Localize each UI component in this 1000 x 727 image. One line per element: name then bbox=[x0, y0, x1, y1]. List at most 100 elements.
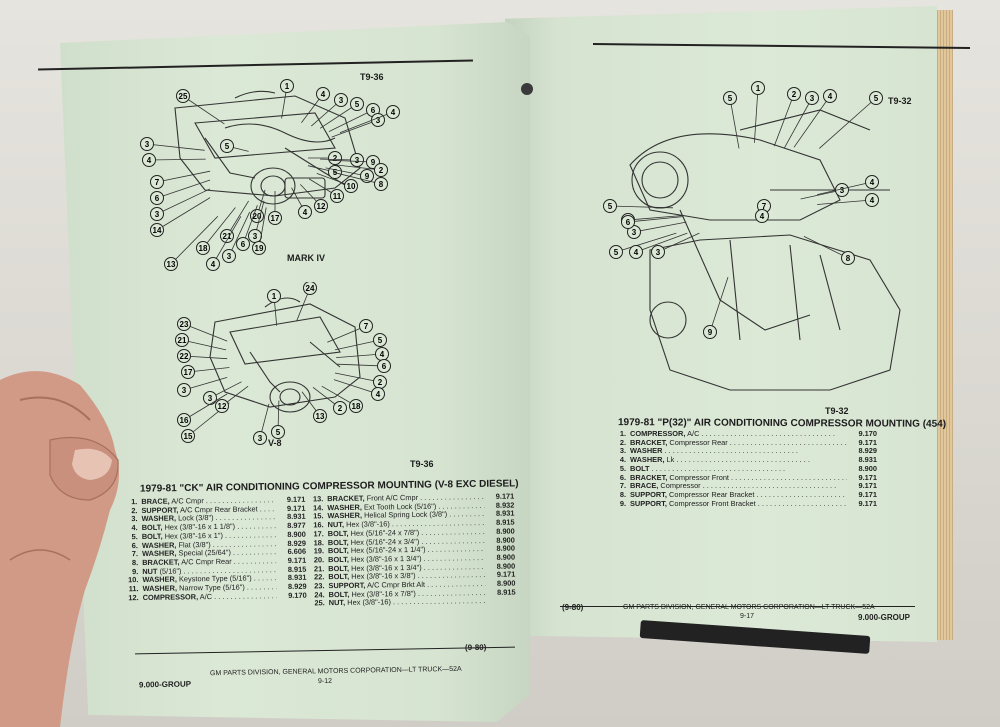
item-name: NUT bbox=[142, 566, 158, 576]
callout-circle bbox=[150, 223, 164, 237]
item-detail: A/C . . . . . . . . . . . . . . . . . . … bbox=[685, 430, 835, 438]
callout-number: 3 bbox=[145, 140, 150, 149]
callout-number: 3 bbox=[376, 116, 381, 125]
callout-circle bbox=[787, 87, 801, 101]
callout-number: 1 bbox=[756, 84, 761, 93]
callout-leader bbox=[635, 232, 688, 253]
left-footer-group: 9.000-GROUP bbox=[138, 679, 192, 690]
item-group-number bbox=[486, 597, 516, 606]
callout-leader bbox=[800, 189, 843, 200]
callout-circle bbox=[220, 229, 234, 243]
callout-number: 5 bbox=[276, 428, 281, 437]
item-name: BOLT, bbox=[327, 546, 349, 556]
item-number: 6. bbox=[619, 472, 626, 482]
callout-number: 8 bbox=[379, 180, 384, 189]
callout-number: 6 bbox=[626, 218, 631, 227]
callout-leader bbox=[337, 363, 385, 367]
item-description: BRACKET, Compressor Front . . . . . . . … bbox=[630, 474, 847, 483]
item-name: BRACE, bbox=[141, 496, 170, 507]
callout-number: 14 bbox=[153, 226, 162, 235]
parts-row: 1.COMPRESSOR, A/C . . . . . . . . . . . … bbox=[612, 429, 878, 439]
item-detail: Compressor Rear Bracket . . . . . . . . … bbox=[669, 490, 847, 499]
item-description: SUPPORT, Compressor Rear Bracket . . . .… bbox=[630, 491, 847, 500]
callout-number: 19 bbox=[255, 244, 264, 253]
callout-number: 5 bbox=[614, 248, 619, 257]
callout-number: 2 bbox=[379, 166, 384, 175]
item-name: BOLT, bbox=[328, 589, 350, 599]
mark-iv-label: MARK IV bbox=[287, 253, 325, 263]
callout-circle bbox=[177, 383, 191, 397]
callout-number: 7 bbox=[762, 202, 767, 211]
callout-leader bbox=[212, 216, 242, 265]
callout-number: 9 bbox=[365, 172, 370, 181]
callout-number: 5 bbox=[608, 202, 613, 211]
callout-circle bbox=[220, 139, 234, 153]
callout-circle bbox=[805, 91, 819, 105]
callout-number: 4 bbox=[376, 390, 381, 399]
item-group-number: 8.931 bbox=[858, 455, 878, 465]
callout-number: 5 bbox=[728, 94, 733, 103]
callout-leader bbox=[146, 143, 205, 151]
callout-number: 3 bbox=[840, 186, 845, 195]
callout-circle bbox=[181, 429, 195, 443]
callout-leader bbox=[627, 215, 683, 221]
callout-leader bbox=[156, 170, 211, 183]
item-group-number: 9.170 bbox=[858, 429, 878, 438]
callout-leader bbox=[633, 221, 687, 233]
item-name: BOLT, bbox=[327, 528, 349, 538]
callout-circle bbox=[371, 387, 385, 401]
v8-label: V-8 bbox=[268, 438, 282, 448]
callout-leader bbox=[609, 205, 674, 209]
item-name: BOLT, bbox=[141, 531, 163, 541]
callout-number: 6 bbox=[382, 362, 387, 371]
callout-leader bbox=[336, 353, 383, 358]
callout-circle bbox=[177, 349, 191, 363]
callout-circle bbox=[303, 282, 317, 295]
item-name: SUPPORT, bbox=[630, 499, 667, 508]
callout-number: 21 bbox=[223, 232, 232, 241]
callout-number: 5 bbox=[378, 336, 383, 345]
page-edges bbox=[935, 10, 953, 640]
callout-circle bbox=[349, 399, 363, 413]
callout-number: 3 bbox=[253, 232, 258, 241]
callout-circle bbox=[751, 81, 765, 95]
item-name: WASHER, bbox=[141, 513, 177, 524]
callout-number: 7 bbox=[364, 322, 369, 331]
callout-circle bbox=[150, 207, 164, 221]
item-name: BRACKET, bbox=[630, 438, 668, 447]
callout-leader bbox=[657, 232, 700, 253]
callout-number: 3 bbox=[632, 228, 637, 237]
item-description: COMPRESSOR, A/C . . . . . . . . . . . . … bbox=[630, 430, 847, 439]
callout-leader bbox=[325, 167, 368, 177]
callout-circle bbox=[609, 245, 623, 259]
parts-row: 7.BRACE, Compressor . . . . . . . . . . … bbox=[612, 482, 877, 491]
parts-row: 6. BRACKET, Compressor Front . . . . . . … bbox=[612, 472, 877, 483]
callout-circle bbox=[344, 179, 358, 193]
item-detail: A/C . . . . . . . . . . . . . . . . . . … bbox=[199, 591, 277, 601]
item-number: 25. bbox=[314, 598, 325, 608]
item-name: BRACKET, bbox=[327, 493, 365, 504]
callout-circle bbox=[298, 205, 312, 219]
callout-number: 18 bbox=[199, 244, 208, 253]
callout-circle bbox=[316, 87, 330, 101]
callout-leader bbox=[754, 87, 759, 143]
left-footer-page: 9-12 bbox=[317, 677, 333, 686]
callout-leader bbox=[156, 197, 211, 231]
callout-circle bbox=[267, 289, 281, 303]
left-figure-code-bottom: T9-36 bbox=[410, 459, 434, 469]
item-name: WASHER, bbox=[142, 583, 178, 594]
callout-leader bbox=[615, 232, 677, 253]
item-description: WASHER, Lk . . . . . . . . . . . . . . .… bbox=[630, 456, 847, 465]
callout-circle bbox=[177, 317, 191, 331]
callout-leader bbox=[803, 236, 849, 259]
item-name: BRACKET, bbox=[142, 557, 180, 567]
callout-number: 1 bbox=[272, 292, 277, 301]
callout-number: 12 bbox=[218, 402, 227, 411]
callout-number: 2 bbox=[333, 154, 338, 163]
callout-leader bbox=[729, 97, 740, 149]
callout-circle bbox=[360, 169, 374, 183]
callout-number: 3 bbox=[208, 394, 213, 403]
item-name: WASHER bbox=[630, 447, 663, 456]
callout-number: 10 bbox=[347, 182, 356, 191]
